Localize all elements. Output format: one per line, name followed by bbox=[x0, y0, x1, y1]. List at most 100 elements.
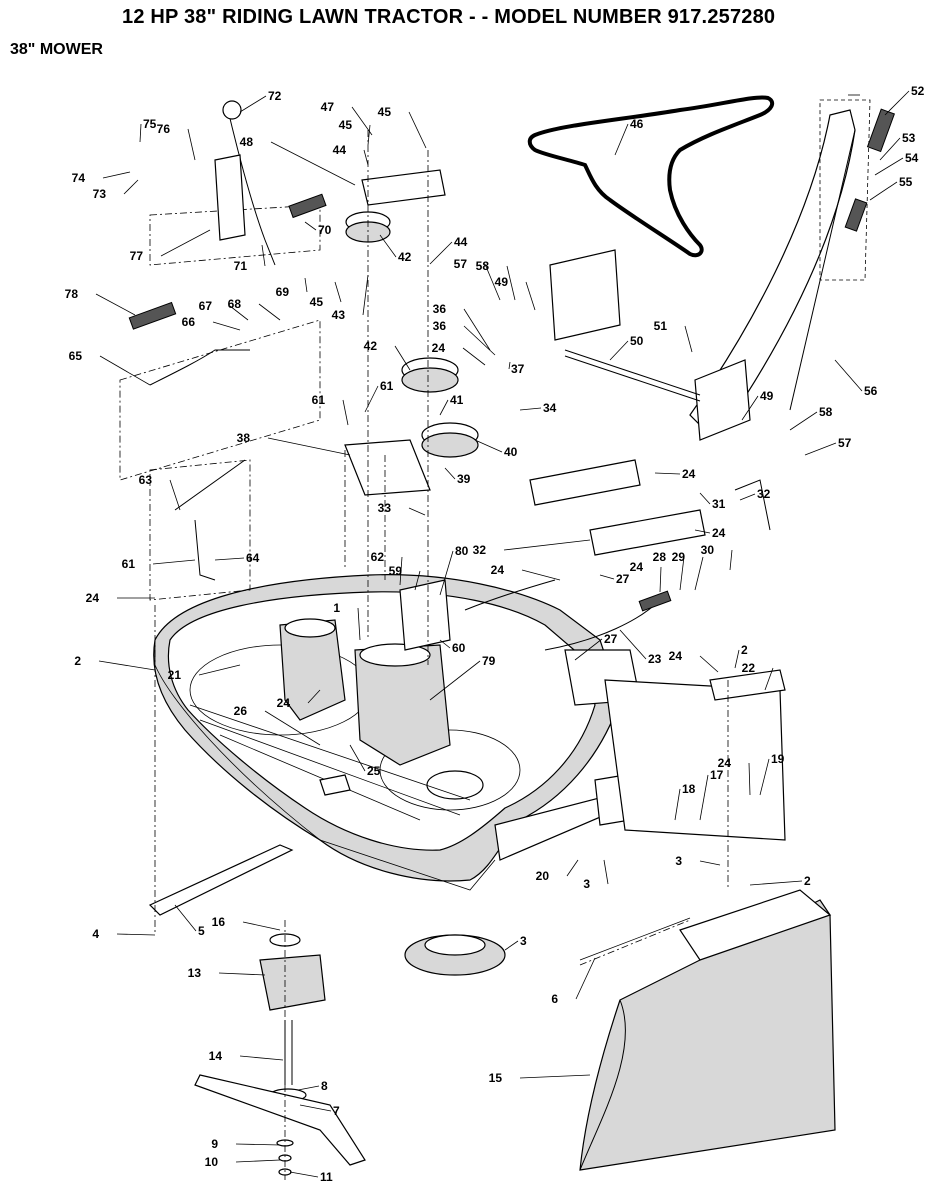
callout-number: 73 bbox=[93, 187, 107, 201]
callout-leader bbox=[739, 493, 756, 501]
callout-number: 4 bbox=[92, 927, 99, 941]
callout-number: 47 bbox=[321, 100, 335, 114]
callout-number: 24 bbox=[712, 526, 726, 540]
callout-number: 62 bbox=[371, 550, 385, 564]
callout-number: 45 bbox=[339, 118, 353, 132]
callout-number: 24 bbox=[682, 467, 696, 481]
callout-leader bbox=[599, 574, 615, 580]
callout-leader bbox=[506, 265, 516, 301]
callout-number: 23 bbox=[648, 652, 662, 666]
callout-number: 32 bbox=[473, 543, 487, 557]
callout-number: 26 bbox=[234, 704, 248, 718]
callout-leader bbox=[575, 957, 596, 1000]
callout-number: 1 bbox=[333, 601, 340, 615]
callout-number: 40 bbox=[504, 445, 518, 459]
callout-number: 50 bbox=[630, 334, 644, 348]
callout-leader bbox=[699, 492, 711, 505]
callout-number: 42 bbox=[364, 339, 378, 353]
leader-lines bbox=[154, 130, 729, 1180]
callout-leader bbox=[699, 655, 719, 673]
callout-leader bbox=[694, 529, 711, 534]
callout-number: 54 bbox=[905, 151, 919, 165]
callout-number: 70 bbox=[318, 223, 332, 237]
callout-leader bbox=[174, 904, 197, 932]
callout-leader bbox=[764, 667, 774, 691]
callout-number: 3 bbox=[583, 877, 590, 891]
callout-leader bbox=[699, 774, 709, 821]
callout-leader bbox=[504, 940, 519, 951]
pulleys bbox=[345, 169, 479, 458]
callout-number: 15 bbox=[489, 1071, 503, 1085]
callout-leader bbox=[659, 566, 662, 593]
mower-deck bbox=[153, 574, 642, 891]
callout-leader bbox=[98, 660, 156, 671]
callout-number: 64 bbox=[246, 551, 260, 565]
callout-leader bbox=[619, 629, 647, 660]
callout-leader bbox=[363, 149, 369, 166]
callout-number: 57 bbox=[838, 436, 852, 450]
callout-leader bbox=[334, 281, 342, 303]
callout-leader bbox=[307, 689, 321, 704]
callout-number: 44 bbox=[454, 235, 468, 249]
callout-leader bbox=[351, 106, 373, 136]
drive-belt bbox=[527, 95, 775, 258]
callout-leader bbox=[229, 305, 249, 321]
spindle-assembly bbox=[148, 844, 506, 1176]
callout-number: 24 bbox=[86, 591, 100, 605]
callout-leader bbox=[258, 303, 281, 321]
callout-leader bbox=[614, 123, 629, 156]
callout-number: 58 bbox=[819, 405, 833, 419]
callout-leader bbox=[748, 762, 751, 796]
callout-leader bbox=[484, 263, 501, 301]
callout-number: 24 bbox=[277, 696, 291, 710]
callout-number: 3 bbox=[520, 934, 527, 948]
callout-leader bbox=[299, 1104, 332, 1112]
idler-bracket bbox=[344, 439, 451, 651]
callout-leader bbox=[297, 1085, 320, 1091]
callout-number: 13 bbox=[188, 966, 202, 980]
callout-leader bbox=[414, 570, 421, 591]
callout-leader bbox=[304, 277, 308, 293]
callout-number: 18 bbox=[682, 782, 696, 796]
callout-leader bbox=[654, 472, 681, 475]
callout-number: 30 bbox=[701, 543, 715, 557]
callout-leader bbox=[869, 181, 898, 201]
callout-leader bbox=[160, 229, 211, 257]
callout-number: 80 bbox=[455, 544, 469, 558]
callout-leader bbox=[525, 281, 536, 311]
callout-number: 72 bbox=[268, 89, 282, 103]
callout-leader bbox=[408, 111, 427, 149]
callout-number: 14 bbox=[209, 1049, 223, 1063]
callout-leader bbox=[235, 1143, 281, 1146]
callout-leader bbox=[429, 660, 481, 701]
callout-leader bbox=[152, 559, 196, 565]
callout-number: 10 bbox=[205, 1155, 219, 1169]
callout-leader bbox=[267, 437, 351, 456]
callout-number: 57 bbox=[454, 257, 468, 271]
callout-number: 11 bbox=[320, 1170, 333, 1184]
callout-leader bbox=[95, 293, 136, 316]
callout-number: 65 bbox=[69, 349, 83, 363]
callout-number: 29 bbox=[672, 550, 686, 564]
callout-leader bbox=[399, 556, 403, 586]
deck-support-plate bbox=[564, 649, 786, 841]
callout-number: 27 bbox=[604, 632, 618, 646]
callout-number: 5 bbox=[198, 924, 205, 938]
callout-number: 17 bbox=[710, 768, 724, 782]
callout-leader bbox=[834, 359, 863, 392]
callout-leader bbox=[439, 550, 454, 596]
callout-leader bbox=[349, 744, 366, 772]
callout-leader bbox=[884, 90, 910, 116]
callout-number: 43 bbox=[332, 308, 346, 322]
callout-number: 76 bbox=[157, 122, 171, 136]
callout-number: 66 bbox=[182, 315, 196, 329]
callout-leader bbox=[187, 128, 196, 161]
callout-leader bbox=[508, 361, 511, 370]
callout-leader bbox=[789, 411, 818, 431]
callout-leader bbox=[261, 244, 266, 267]
callout-number: 19 bbox=[771, 752, 785, 766]
callout-leader bbox=[394, 345, 411, 371]
callout-leader bbox=[364, 385, 379, 413]
callout-leader bbox=[116, 933, 156, 936]
callout-number: 49 bbox=[760, 389, 774, 403]
